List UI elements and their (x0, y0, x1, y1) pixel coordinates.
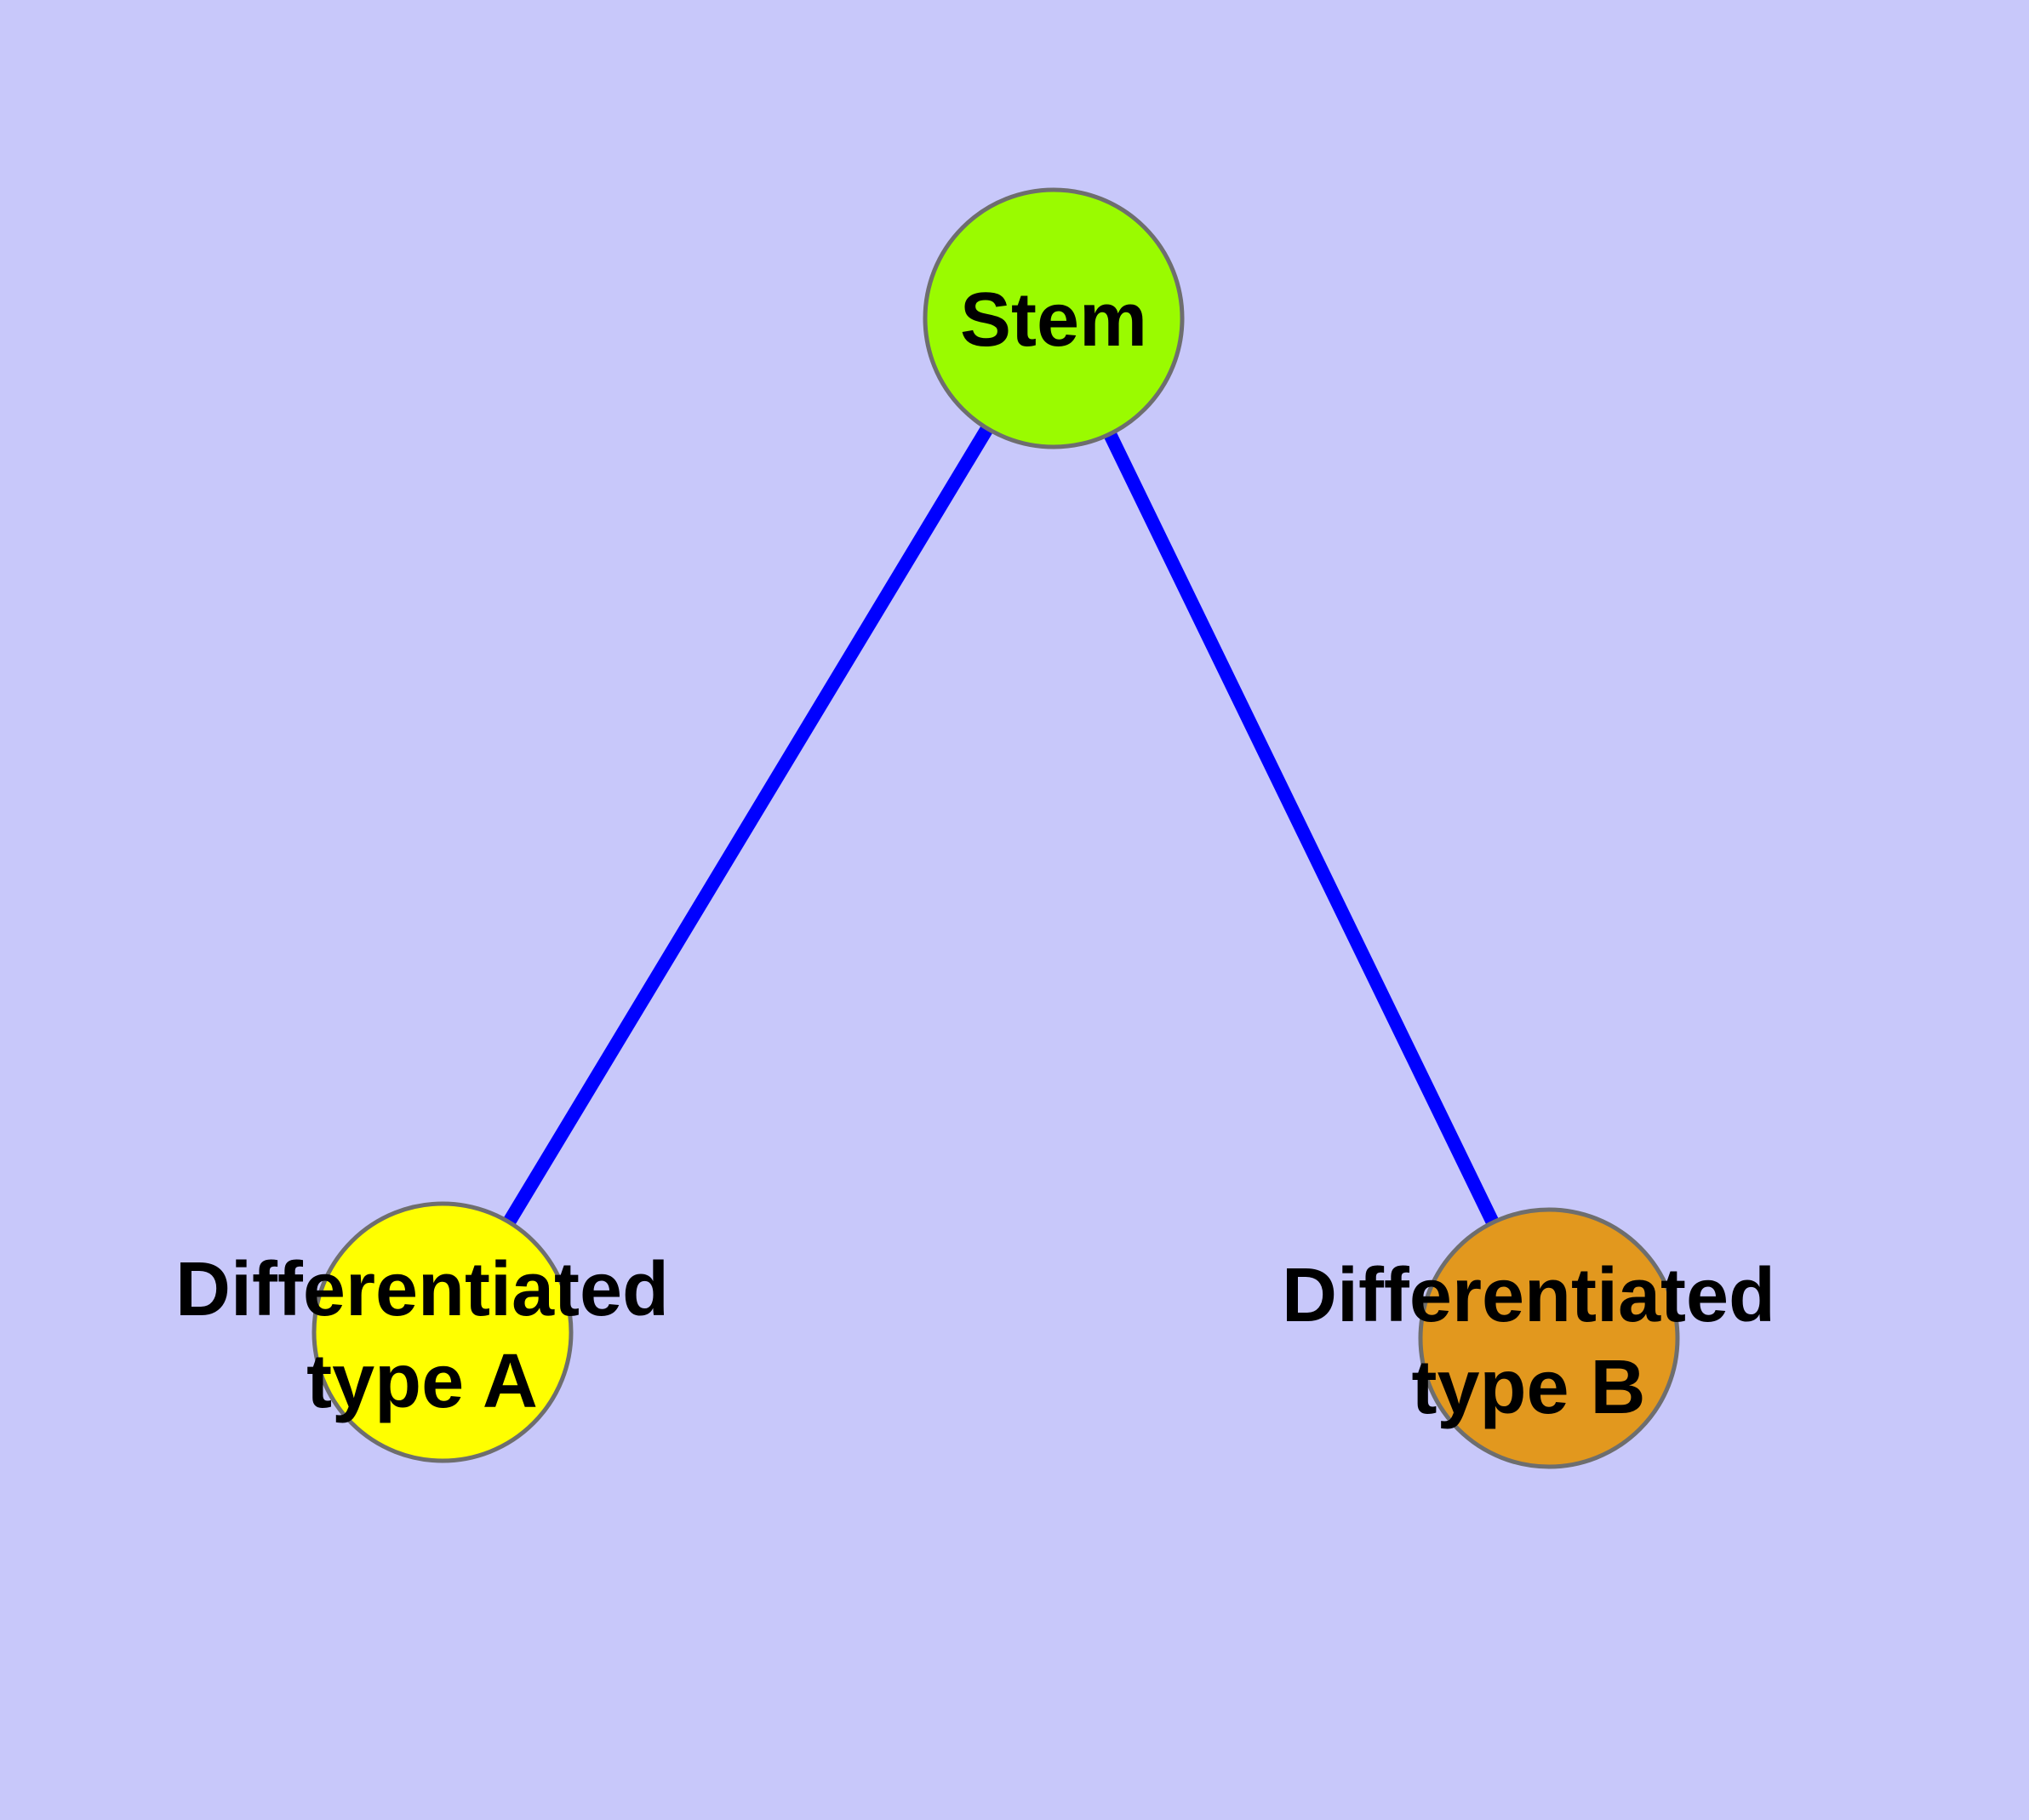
edge-stem-to-type-a (437, 314, 1060, 1336)
edge-group (437, 314, 1556, 1342)
node-type-a-label-line2: type A (306, 1339, 538, 1424)
node-label-group: Stem Differentiated type A Differentiate… (175, 278, 1775, 1430)
node-stem-circle (923, 187, 1185, 449)
node-circle-group (311, 187, 1680, 1469)
node-type-b-circle (1418, 1207, 1680, 1469)
node-type-b-label-line1: Differentiated (1282, 1253, 1775, 1338)
edge-stem-to-type-b (1047, 315, 1556, 1342)
node-type-b-label-line2: type B (1411, 1345, 1645, 1430)
node-type-a-label-line1: Differentiated (175, 1247, 669, 1332)
node-type-a-circle (311, 1201, 574, 1463)
node-stem-label: Stem (960, 278, 1147, 363)
